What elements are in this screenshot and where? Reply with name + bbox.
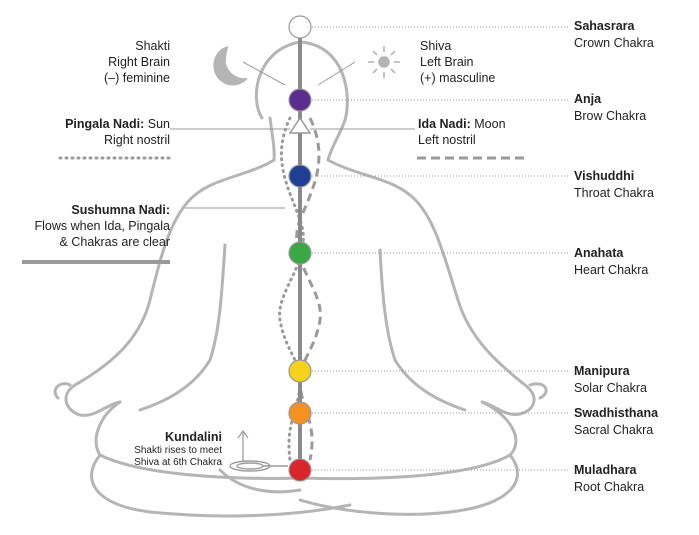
- chakra-name: Anja: [574, 92, 602, 106]
- sushumna-line3: & Chakras are clear: [59, 235, 170, 249]
- chakra-subtitle: Crown Chakra: [574, 36, 654, 50]
- chakra-dot-swadhisthana: [288, 401, 312, 425]
- sushumna-label: Sushumna Nadi: Flows when Ida, Pingala &…: [10, 202, 171, 250]
- shiva-line2: Left Brain: [420, 55, 474, 69]
- seated-figure-outline: [53, 40, 548, 518]
- chakra-name: Swadhisthana: [574, 406, 659, 420]
- third-eye-triangle: [288, 116, 312, 134]
- chakra-label-sahasrara: Sahasrara Crown Chakra: [574, 18, 654, 52]
- kundalini-line2: Shakti rises to meet: [134, 445, 222, 456]
- shiva-label: Shiva Left Brain (+) masculine: [420, 38, 495, 86]
- chakra-subtitle: Brow Chakra: [574, 109, 647, 123]
- ida-label: Ida Nadi: Moon Left nostril: [418, 116, 506, 148]
- pingala-line2: Right nostril: [104, 133, 170, 147]
- crescent-moon-icon: [213, 46, 248, 86]
- shakti-line2: Right Brain: [108, 55, 170, 69]
- leader-lines: [170, 26, 570, 471]
- chakra-subtitle: Heart Chakra: [574, 263, 649, 277]
- chakra-dot-sahasrara: [288, 15, 312, 39]
- coil-icon: [229, 460, 288, 472]
- chakra-dot-muladhara: [288, 458, 312, 482]
- shiva-line3: (+) masculine: [420, 71, 496, 85]
- ida-rest: Moon: [470, 117, 506, 131]
- chakra-subtitle: Root Chakra: [574, 480, 645, 494]
- chakra-subtitle: Solar Chakra: [574, 381, 647, 395]
- chakra-name: Anahata: [574, 246, 624, 260]
- chakra-dots: [288, 15, 312, 482]
- ida-line2: Left nostril: [418, 133, 476, 147]
- shakti-label: Shakti Right Brain (–) feminine: [100, 38, 170, 86]
- chakra-dot-manipura: [288, 359, 312, 383]
- chakra-label-anahata: Anahata Heart Chakra: [574, 245, 648, 279]
- chakra-dot-anja: [288, 88, 312, 112]
- chakra-label-manipura: Manipura Solar Chakra: [574, 363, 647, 397]
- sun-icon: [368, 46, 400, 78]
- kundalini-title: Kundalini: [165, 430, 222, 444]
- pingala-title: Pingala Nadi:: [65, 117, 145, 131]
- kundalini-label: Kundalini Shakti rises to meet Shiva at …: [110, 429, 222, 469]
- chakra-dot-anahata: [288, 241, 312, 265]
- chakra-label-muladhara: Muladhara Root Chakra: [574, 462, 644, 496]
- pingala-label: Pingala Nadi: Sun Right nostril: [20, 116, 170, 148]
- chakra-name: Sahasrara: [574, 19, 635, 33]
- pingala-rest: Sun: [144, 117, 170, 131]
- pingala-nadi-path: [278, 116, 305, 462]
- ida-title: Ida Nadi:: [418, 117, 471, 131]
- chakra-label-swadhisthana: Swadhisthana Sacral Chakra: [574, 405, 658, 439]
- chakra-dot-vishuddhi: [288, 164, 312, 188]
- chakra-subtitle: Throat Chakra: [574, 186, 654, 200]
- chakra-label-anja: Anja Brow Chakra: [574, 91, 646, 125]
- sushumna-title: Sushumna Nadi:: [71, 203, 170, 217]
- chakra-name: Muladhara: [574, 463, 637, 477]
- chakra-name: Vishuddhi: [574, 169, 635, 183]
- kundalini-line3: Shiva at 6th Chakra: [134, 457, 222, 468]
- shiva-line1: Shiva: [420, 39, 452, 53]
- shakti-line3: (–) feminine: [104, 71, 170, 85]
- up-arrow-icon: [237, 429, 249, 462]
- chakra-name: Manipura: [574, 364, 630, 378]
- sushumna-line2: Flows when Ida, Pingala: [34, 219, 171, 233]
- chakra-label-vishuddhi: Vishuddhi Throat Chakra: [574, 168, 654, 202]
- chakra-subtitle: Sacral Chakra: [574, 423, 654, 437]
- shakti-line1: Shakti: [135, 39, 170, 53]
